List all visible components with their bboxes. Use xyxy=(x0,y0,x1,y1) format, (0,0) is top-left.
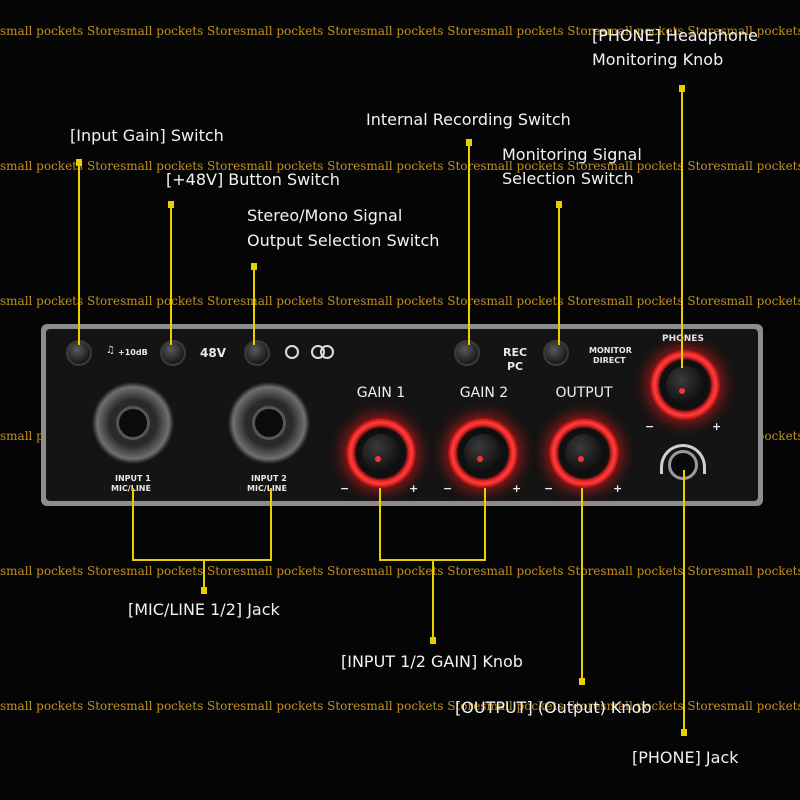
phones-knob[interactable] xyxy=(650,350,720,420)
phone-knob-callout-1: [PHONE] Headphone xyxy=(592,26,758,45)
gain-1-plus: + xyxy=(409,482,419,495)
input-2-mic-line-label: MIC/LINE xyxy=(247,484,287,493)
gain-1-label: GAIN 1 xyxy=(356,385,406,401)
phones-minus: − xyxy=(645,420,655,433)
watermark-row: small pockets Storesmall pockets Storesm… xyxy=(0,159,800,173)
input-1-label: INPUT 1 xyxy=(115,474,151,483)
micline-callout: [MIC/LINE 1/2] Jack xyxy=(128,600,280,619)
gain-2-knob[interactable] xyxy=(448,418,518,488)
pc-label: PC xyxy=(507,360,524,373)
guitar-pad-icon: ♫ xyxy=(106,345,115,356)
output-label: OUTPUT xyxy=(555,385,613,401)
stereo-mono-switch[interactable] xyxy=(244,340,270,366)
gain-2-plus: + xyxy=(512,482,522,495)
monitor-direct-switch[interactable] xyxy=(543,340,569,366)
phone-knob-callout-2: Monitoring Knob xyxy=(592,50,724,69)
output-plus: + xyxy=(613,482,623,495)
gain-2-label: GAIN 2 xyxy=(459,385,509,401)
gain-1-minus: − xyxy=(340,482,350,495)
monitor-label: MONITOR xyxy=(589,346,632,355)
mono-icon xyxy=(285,345,299,359)
stereo-icon-2 xyxy=(320,345,334,359)
output-knob-callout: [OUTPUT] (Output) Knob xyxy=(455,698,652,717)
headphone-icon xyxy=(660,444,706,474)
gain-1-knob[interactable] xyxy=(346,418,416,488)
stereo-callout-2: Output Selection Switch xyxy=(247,231,440,250)
plus48v-callout: [+48V] Button Switch xyxy=(166,170,340,189)
rec-label: REC xyxy=(503,346,528,359)
pad-label: +10dB xyxy=(118,348,148,357)
monitor-callout-1: Monitoring Signal xyxy=(502,145,642,164)
watermark-row: small pockets Storesmall pockets Storesm… xyxy=(0,24,800,38)
input-1-mic-line-label: MIC/LINE xyxy=(111,484,151,493)
output-knob[interactable] xyxy=(549,418,619,488)
internal-recording-callout: Internal Recording Switch xyxy=(366,110,571,129)
output-minus: − xyxy=(544,482,554,495)
v48-label: 48V xyxy=(200,346,226,360)
phones-plus: + xyxy=(712,420,722,433)
input-gain-knob-callout: [INPUT 1/2 GAIN] Knob xyxy=(341,652,523,671)
phantom-48v-switch[interactable] xyxy=(160,340,186,366)
monitor-callout-2: Selection Switch xyxy=(502,169,634,188)
watermark-row: small pockets Storesmall pockets Storesm… xyxy=(0,294,800,308)
watermark-row: small pockets Storesmall pockets Storesm… xyxy=(0,564,800,578)
input-2-jack[interactable] xyxy=(228,382,310,464)
input-1-jack[interactable] xyxy=(92,382,174,464)
input-gain-switch[interactable] xyxy=(66,340,92,366)
phone-jack-callout: [PHONE] Jack xyxy=(632,748,739,767)
stereo-callout-1: Stereo/Mono Signal xyxy=(247,206,403,225)
watermark-row: small pockets Storesmall pockets Storesm… xyxy=(0,699,800,713)
direct-label: DIRECT xyxy=(593,356,626,365)
input-2-label: INPUT 2 xyxy=(251,474,287,483)
internal-recording-switch[interactable] xyxy=(454,340,480,366)
input-gain-callout: [Input Gain] Switch xyxy=(70,126,224,145)
gain-2-minus: − xyxy=(443,482,453,495)
